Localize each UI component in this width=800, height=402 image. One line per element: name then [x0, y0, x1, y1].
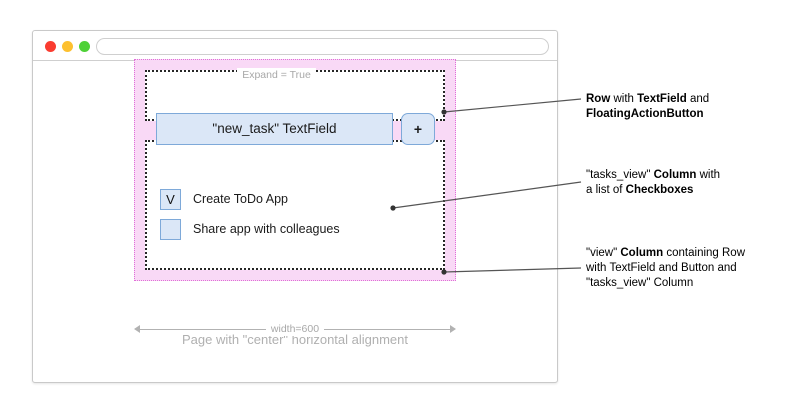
page-caption: Page with "center" horizontal alignment	[181, 332, 409, 347]
dimension-width-label: width=600	[265, 322, 325, 336]
annotation-emphasis: Column	[620, 247, 664, 259]
annotation-text: a list of	[586, 184, 626, 196]
checkbox-icon[interactable]	[160, 219, 181, 240]
annotation-text: with	[610, 93, 638, 105]
annotation-emphasis: TextField	[637, 93, 687, 105]
maximize-window-icon[interactable]	[79, 41, 90, 52]
annotation-text: with TextField and Button and	[586, 262, 737, 274]
task-label: Create ToDo App	[193, 192, 288, 206]
annotation-text: with	[696, 169, 721, 181]
annotation-text: "tasks_view" Column	[586, 277, 694, 289]
annotation-line: "view" Column containing Row	[586, 246, 745, 261]
close-window-icon[interactable]	[45, 41, 56, 52]
minimize-window-icon[interactable]	[62, 41, 73, 52]
annotation-text: "tasks_view"	[586, 169, 654, 181]
annotation-emphasis: FloatingActionButton	[586, 108, 704, 120]
annotation-line: with TextField and Button and	[586, 261, 745, 276]
annotation-text: containing Row	[663, 247, 746, 259]
dimension-width: width=600	[134, 322, 456, 336]
dimension-expand-label: Expand = True	[237, 68, 316, 82]
tasks-view-container	[145, 140, 445, 270]
annotation-text: and	[686, 93, 710, 105]
annotation-text: "view"	[586, 247, 621, 259]
browser-titlebar	[33, 31, 557, 61]
checkbox-icon[interactable]: V	[160, 189, 181, 210]
annotation-line: "tasks_view" Column	[586, 276, 745, 291]
new-task-textfield[interactable]: "new_task" TextField	[156, 113, 393, 145]
task-label: Share app with colleagues	[193, 222, 340, 236]
annotation-emphasis: Checkboxes	[625, 184, 694, 196]
annotation-line: "tasks_view" Column with	[586, 168, 720, 183]
annotation-line: a list of Checkboxes	[586, 183, 720, 198]
add-task-fab-button[interactable]: +	[401, 113, 435, 145]
annotation-line: Row with TextField and	[586, 92, 709, 107]
address-bar-input[interactable]	[96, 38, 549, 55]
annotation-emphasis: Row	[586, 93, 611, 105]
annotation-line: FloatingActionButton	[586, 107, 709, 122]
annotation-emphasis: Column	[653, 169, 697, 181]
